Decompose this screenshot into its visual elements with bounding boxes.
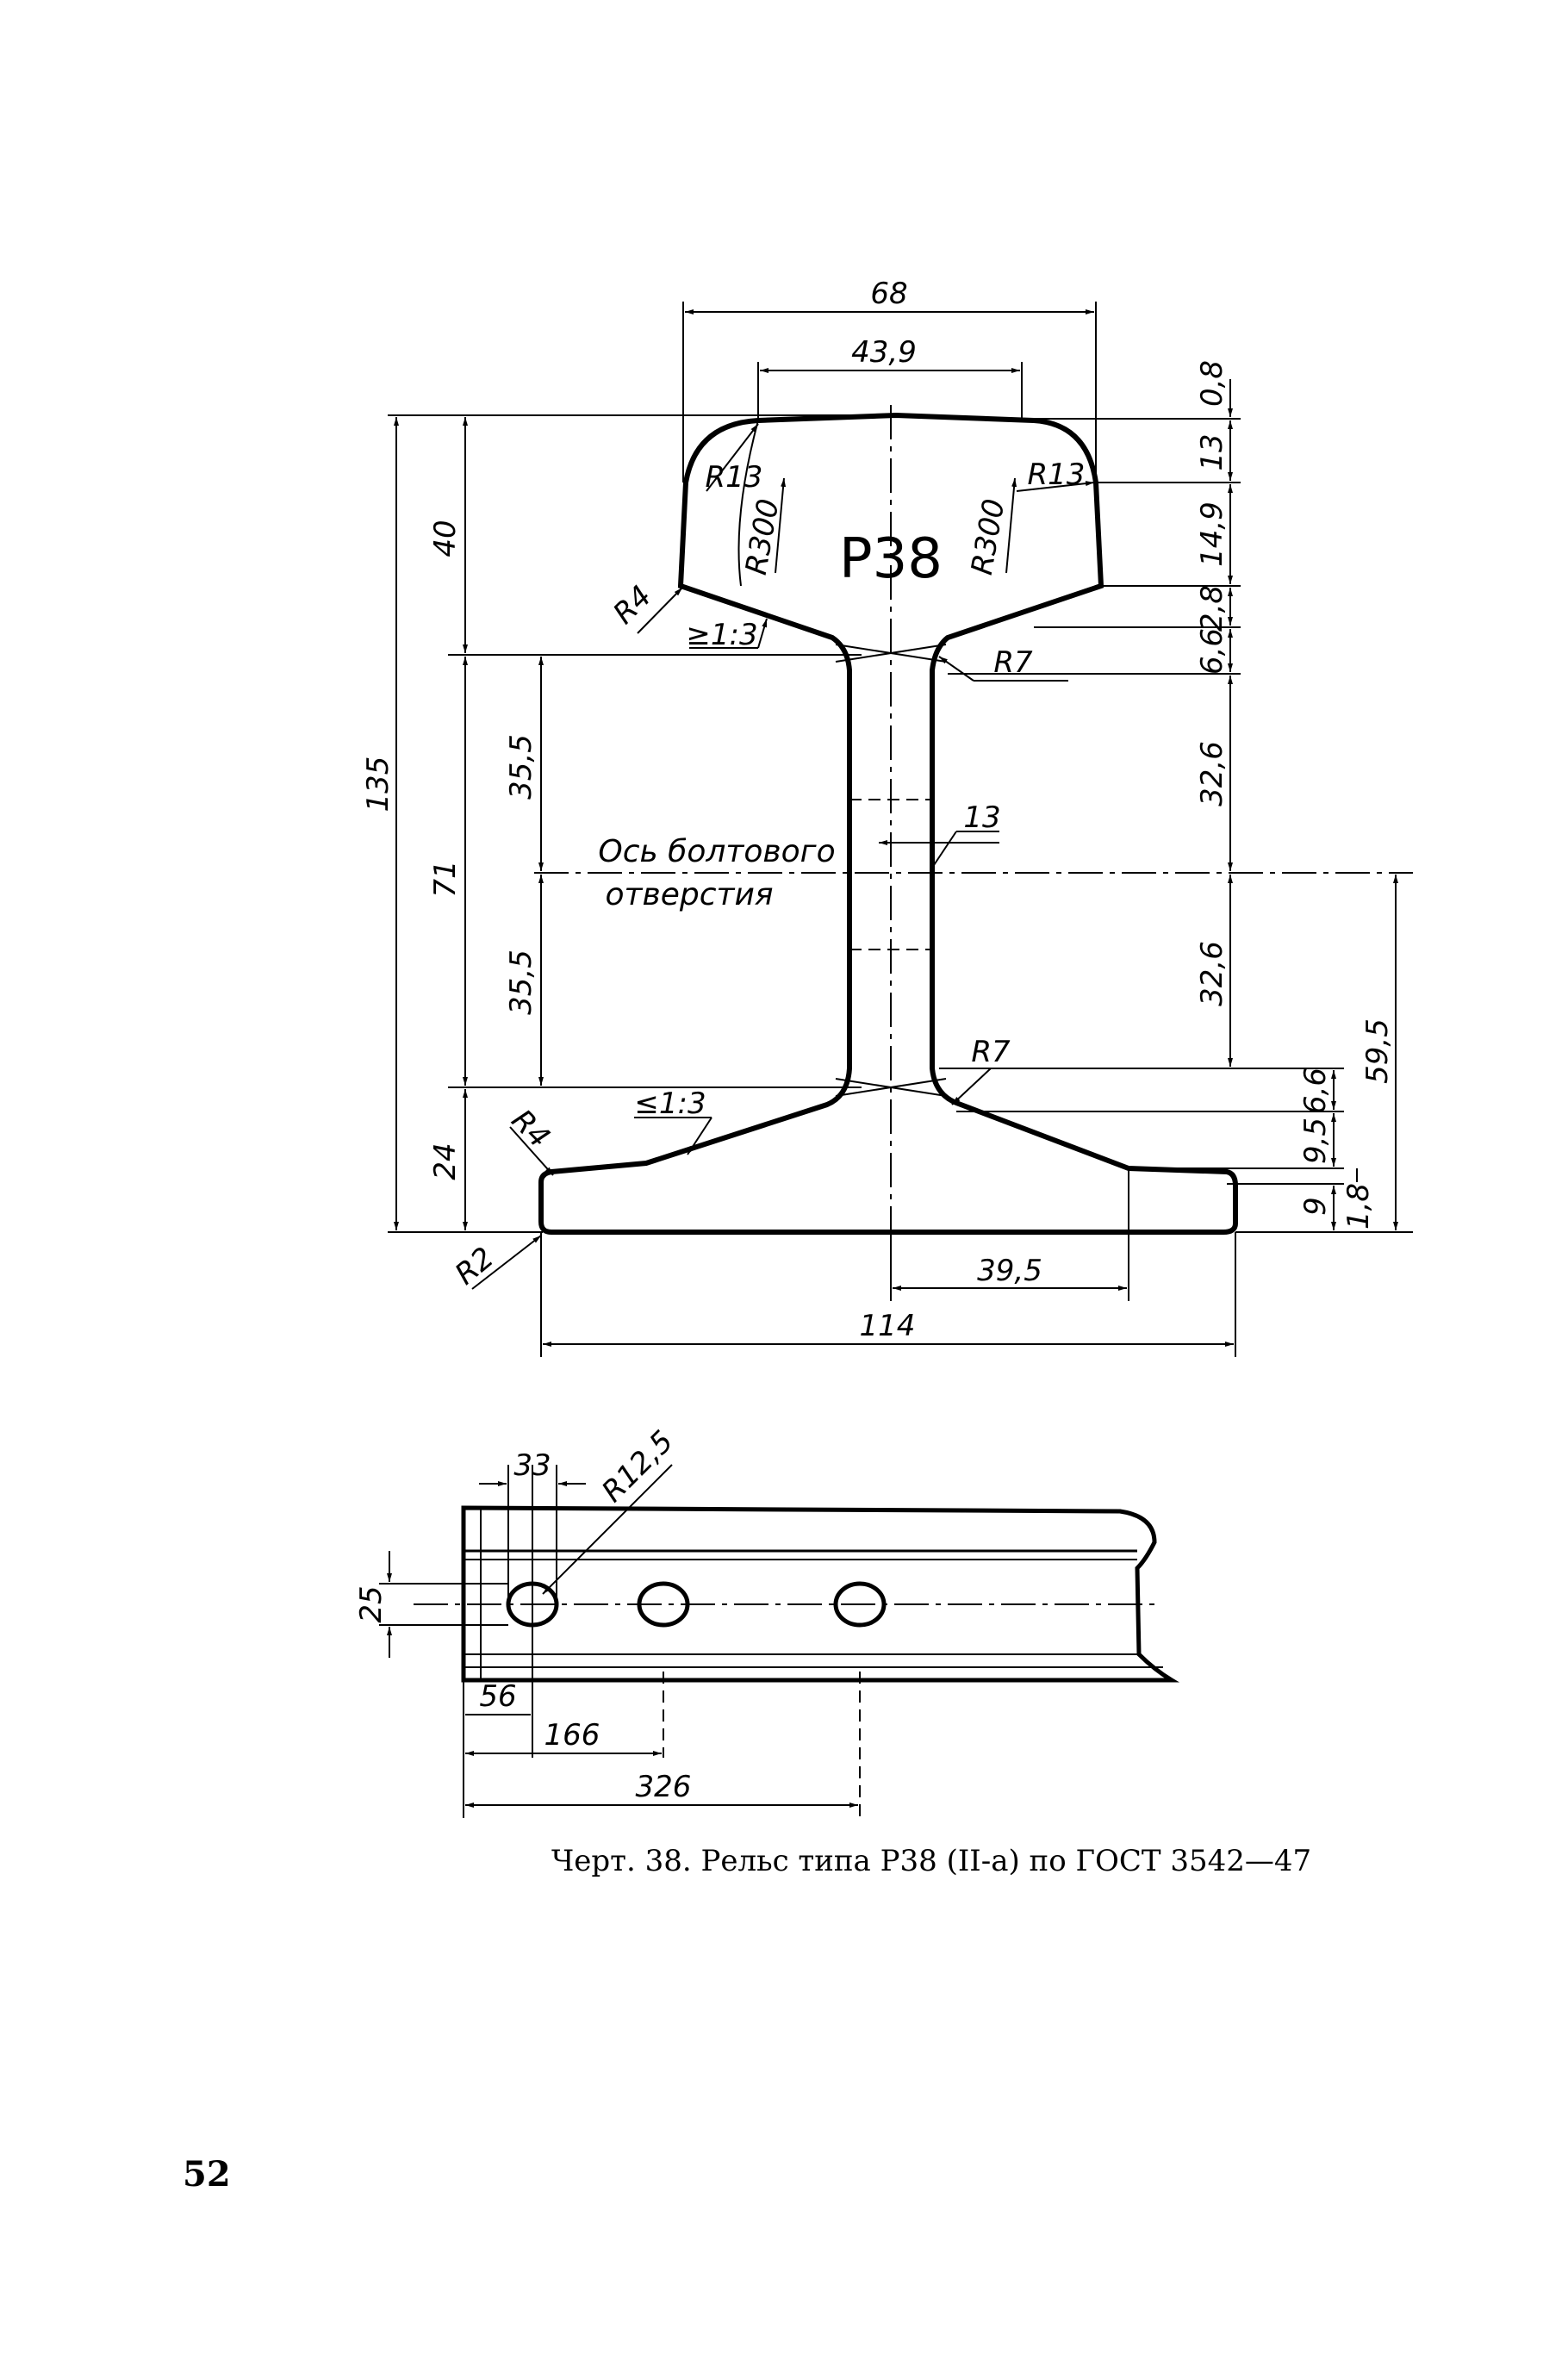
profile-label: Р38 (839, 527, 943, 591)
web-cross-top-b (835, 644, 947, 663)
dim-13-web-text: 13 (963, 800, 1000, 835)
slope-top-text: ≥1:3 (686, 618, 757, 652)
leader-r4-top (637, 587, 683, 634)
dim-40-text: 40 (428, 520, 463, 557)
leader-slope-bottom-arrow (687, 1117, 712, 1155)
r7-top-text: R7 (993, 645, 1033, 680)
dim-32-6a-text: 32,6 (1195, 741, 1229, 806)
dim-13-web-leader (930, 831, 957, 871)
slope-bottom-text: ≤1:3 (634, 1086, 706, 1121)
dim-35-5-bottom-text: 35,5 (504, 950, 538, 1015)
leader-r300-left (775, 477, 787, 574)
dim-43-9-text: 43,9 (851, 335, 917, 370)
r300-left-arc (737, 420, 759, 587)
bolt-hole-2 (637, 1581, 690, 1628)
dim-13a-text: 13 (1195, 433, 1229, 470)
dim-0-8-text: 0,8 (1195, 360, 1229, 407)
web-cross-bot-b (835, 1078, 947, 1097)
r13-left-text: R13 (706, 460, 763, 495)
r4-top-text: R4 (607, 579, 658, 631)
r7-bottom-text: R7 (971, 1035, 1011, 1069)
dim-32-6b-text: 32,6 (1195, 941, 1229, 1006)
leader-r7-top-arrow (938, 656, 974, 682)
dim-33-text: 33 (513, 1448, 551, 1483)
dim-6-6a-text: 6,6 (1195, 628, 1229, 675)
leader-r4-bottom (509, 1126, 554, 1176)
bolt-axis-label-1: Ось болтового (598, 834, 835, 869)
rail-profile-outline (538, 412, 1238, 1235)
dim-59-5-text: 59,5 (1360, 1018, 1395, 1084)
dim-56-text: 56 (479, 1679, 516, 1714)
leader-r300-right (1005, 477, 1017, 574)
dim-25-text: 25 (354, 1585, 389, 1622)
dim-14-9-text: 14,9 (1195, 501, 1229, 567)
dim-135-text: 135 (361, 756, 395, 813)
dim-68-text: 68 (870, 277, 907, 311)
dim-6-6b-text: 6,6 (1298, 1068, 1333, 1114)
dim-71-text: 71 (428, 860, 463, 897)
dim-166-text: 166 (544, 1718, 600, 1753)
leader-r12-5 (542, 1464, 673, 1595)
r13-right-text: R13 (1028, 458, 1086, 492)
r12-5-text: R12,5 (595, 1424, 681, 1510)
r4-bottom-text: R4 (505, 1103, 557, 1155)
dim-35-5-top-text: 35,5 (504, 734, 538, 800)
figure-caption: Черт. 38. Рельс типа Р38 (II-а) по ГОСТ … (551, 1844, 1312, 1878)
dim-9-5-text: 9,5 (1298, 1118, 1333, 1164)
dim-114-text: 114 (860, 1309, 916, 1343)
bolt-hole-3 (833, 1581, 887, 1628)
leader-slope-top-arrow (757, 618, 768, 649)
dim-39-5-text: 39,5 (977, 1254, 1042, 1288)
dim-326-text: 326 (636, 1770, 692, 1804)
dim-24-text: 24 (428, 1143, 463, 1180)
leader-r7-bottom-arrow (951, 1068, 992, 1105)
dim-1-8-text: 1,8 (1341, 1183, 1376, 1230)
r300-left-text: R300 (739, 496, 787, 577)
dim-9-text: 9 (1298, 1197, 1333, 1216)
r300-right-text: R300 (965, 496, 1012, 577)
leader-r13-right (1016, 481, 1095, 492)
side-view-outline (461, 1505, 1180, 1683)
bolt-axis-label-2: отверстия (605, 877, 773, 912)
dim-2-8-text: 2,8 (1195, 585, 1229, 632)
leader-r2 (471, 1235, 542, 1290)
page-number: 52 (183, 2154, 231, 2195)
leader-r13-left (706, 423, 759, 492)
r2-text: R2 (449, 1241, 501, 1292)
